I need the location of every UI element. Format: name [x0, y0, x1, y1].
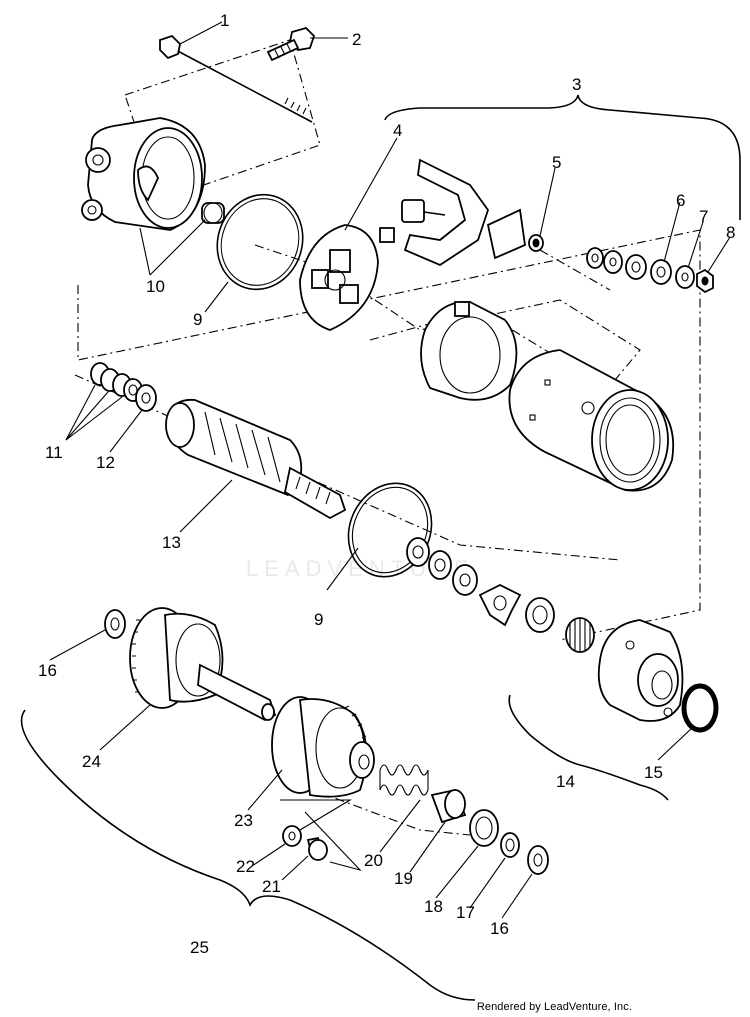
callout-12: 12 [96, 453, 115, 472]
part-2-screw [266, 26, 316, 62]
callout-6: 6 [676, 191, 685, 210]
part-18-bearing [469, 809, 499, 847]
callout-9-upper: 9 [193, 310, 202, 329]
part-4-brush-plate [299, 224, 379, 331]
callout-7: 7 [699, 207, 708, 226]
part-23-pinion-gear [271, 696, 375, 798]
callout-20: 20 [364, 851, 383, 870]
part-16-washer-right [527, 845, 549, 875]
callout-3: 3 [572, 75, 581, 94]
callout-19: 19 [394, 869, 413, 888]
commutator-end-ring [420, 301, 518, 401]
part-9-o-ring-upper [216, 193, 304, 291]
callout-22: 22 [236, 857, 255, 876]
callout-8: 8 [726, 223, 735, 242]
callout-21: 21 [262, 877, 281, 896]
part-10-rear-cover [81, 117, 225, 231]
callout-17: 17 [456, 903, 475, 922]
callout-13: 13 [162, 533, 181, 552]
callout-4: 4 [393, 121, 402, 140]
part-11-brush-springs [90, 362, 143, 402]
group-brackets [20, 94, 741, 1001]
part-19-sleeve [430, 788, 467, 824]
footer-credit: Rendered by LeadVenture, Inc. [476, 1001, 632, 1013]
part-9-o-ring-middle [347, 482, 433, 578]
needle-bearing [565, 617, 595, 653]
part-20-spring [379, 764, 429, 796]
callout-16-right: 16 [490, 919, 509, 938]
part-6-7-8-washers-nut [586, 247, 714, 294]
callout-15: 15 [644, 763, 663, 782]
part-16-washer-left [104, 609, 126, 639]
part-15-o-ring [681, 683, 719, 733]
part-14-front-housing [597, 619, 684, 722]
part-21-22-fasteners [282, 825, 328, 861]
callout-1: 1 [220, 11, 229, 30]
callout-5: 5 [552, 153, 561, 172]
callout-9-middle: 9 [314, 610, 323, 629]
callout-25: 25 [190, 938, 209, 957]
callout-16-left: 16 [38, 661, 57, 680]
shaft-shims [406, 537, 555, 633]
callout-2: 2 [352, 30, 361, 49]
leader-lines [49, 21, 731, 919]
callout-labels: 1 2 3 4 5 6 7 8 9 10 11 12 13 9 14 15 16… [38, 11, 735, 957]
callout-11: 11 [45, 443, 63, 462]
part-1-through-bolt [159, 34, 313, 123]
part-5-washer [528, 234, 544, 252]
part-3-brush-set [379, 158, 526, 267]
part-17-clip [500, 832, 520, 858]
part-12-washer [135, 384, 157, 412]
yoke-housing [508, 349, 674, 492]
callout-14: 14 [556, 772, 575, 791]
part-24-clutch-gear [129, 607, 277, 722]
callout-10: 10 [146, 277, 165, 296]
callout-23: 23 [234, 811, 253, 830]
callout-24: 24 [82, 752, 101, 771]
part-13-armature [165, 398, 347, 520]
callout-18: 18 [424, 897, 443, 916]
